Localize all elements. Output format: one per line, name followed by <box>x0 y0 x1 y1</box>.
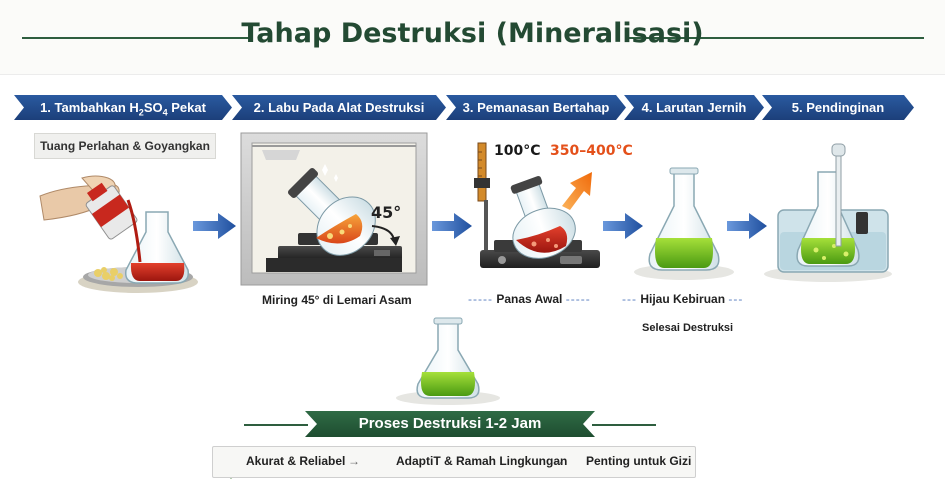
step-1-tag: Tuang Perlahan & Goyangkan <box>34 133 216 159</box>
step-5-banner: 5. Pendinginan <box>762 95 914 120</box>
step-5-illustration <box>764 143 892 282</box>
benefits-bar <box>212 446 696 478</box>
step-3-temp-high: 350–400°C <box>550 143 633 159</box>
step-4-caption: --- Hijau Kebiruan --- <box>622 292 743 306</box>
step-2-angle-label: 45° <box>371 203 401 222</box>
step-3-banner: 3. Pemanasan Bertahap <box>446 95 626 120</box>
flow-arrow-2 <box>432 213 472 239</box>
step-4-dash-right: --- <box>728 292 744 306</box>
benefit-adaptive: AdaptiT & Ramah Lingkungan <box>396 454 568 468</box>
step-3-illustration: 100°C 350–400°C <box>474 142 633 268</box>
step-1-illustration <box>39 175 198 293</box>
process-duration-banner: Proses Destruksi 1-2 Jam <box>305 411 595 437</box>
flow-arrow-4 <box>727 213 767 239</box>
step-4-caption-text: Hijau Kebiruan <box>640 292 726 306</box>
process-line-left <box>244 424 308 426</box>
benefit-accurate: Akurat & Reliabel <box>246 454 346 468</box>
step-1-sub2: 4 <box>162 107 168 118</box>
title-line-left <box>22 37 250 39</box>
step-1-banner: 1. Tambahkan H2SO4 Pekat <box>14 95 232 120</box>
step-4-illustration <box>634 167 734 280</box>
benefit-arrow-2: → <box>552 454 564 468</box>
flow-arrow-1 <box>193 213 236 239</box>
title-line-right <box>628 37 924 39</box>
flow-arrow-3 <box>603 213 643 239</box>
step-3-caption-text: Panas Awal <box>496 292 563 306</box>
step-4-caption-2: Selesai Destruksi <box>642 322 734 334</box>
center-flask-illustration <box>396 317 500 405</box>
benefit-nutrition: Penting untuk Gizi <box>586 454 692 468</box>
step-1-sub1: 2 <box>138 107 144 118</box>
step-3-dash-left: ----- <box>468 292 493 306</box>
step-1-suffix: Pekat <box>167 100 206 115</box>
step-4-banner: 4. Larutan Jernih <box>624 95 764 120</box>
page-title: Tahap Destruksi (Mineralisasi) <box>241 18 704 49</box>
step-1-mid: SO <box>143 100 163 115</box>
step-1-prefix: 1. Tambahkan H <box>40 100 139 115</box>
step-3-dash-right: ----- <box>565 292 591 306</box>
step-3-caption: ----- Panas Awal ----- <box>468 292 591 306</box>
step-2-illustration: 45° <box>240 132 428 286</box>
process-line-right <box>592 424 656 426</box>
step-4-dash-left: --- <box>622 292 637 306</box>
step-2-banner: 2. Labu Pada Alat Destruksi <box>232 95 446 120</box>
step-2-caption: Miring 45° di Lemari Asam <box>262 293 412 307</box>
benefit-arrow-1: → <box>348 454 360 468</box>
step-3-temp-low: 100°C <box>494 143 541 159</box>
flow-arrows <box>193 213 767 239</box>
